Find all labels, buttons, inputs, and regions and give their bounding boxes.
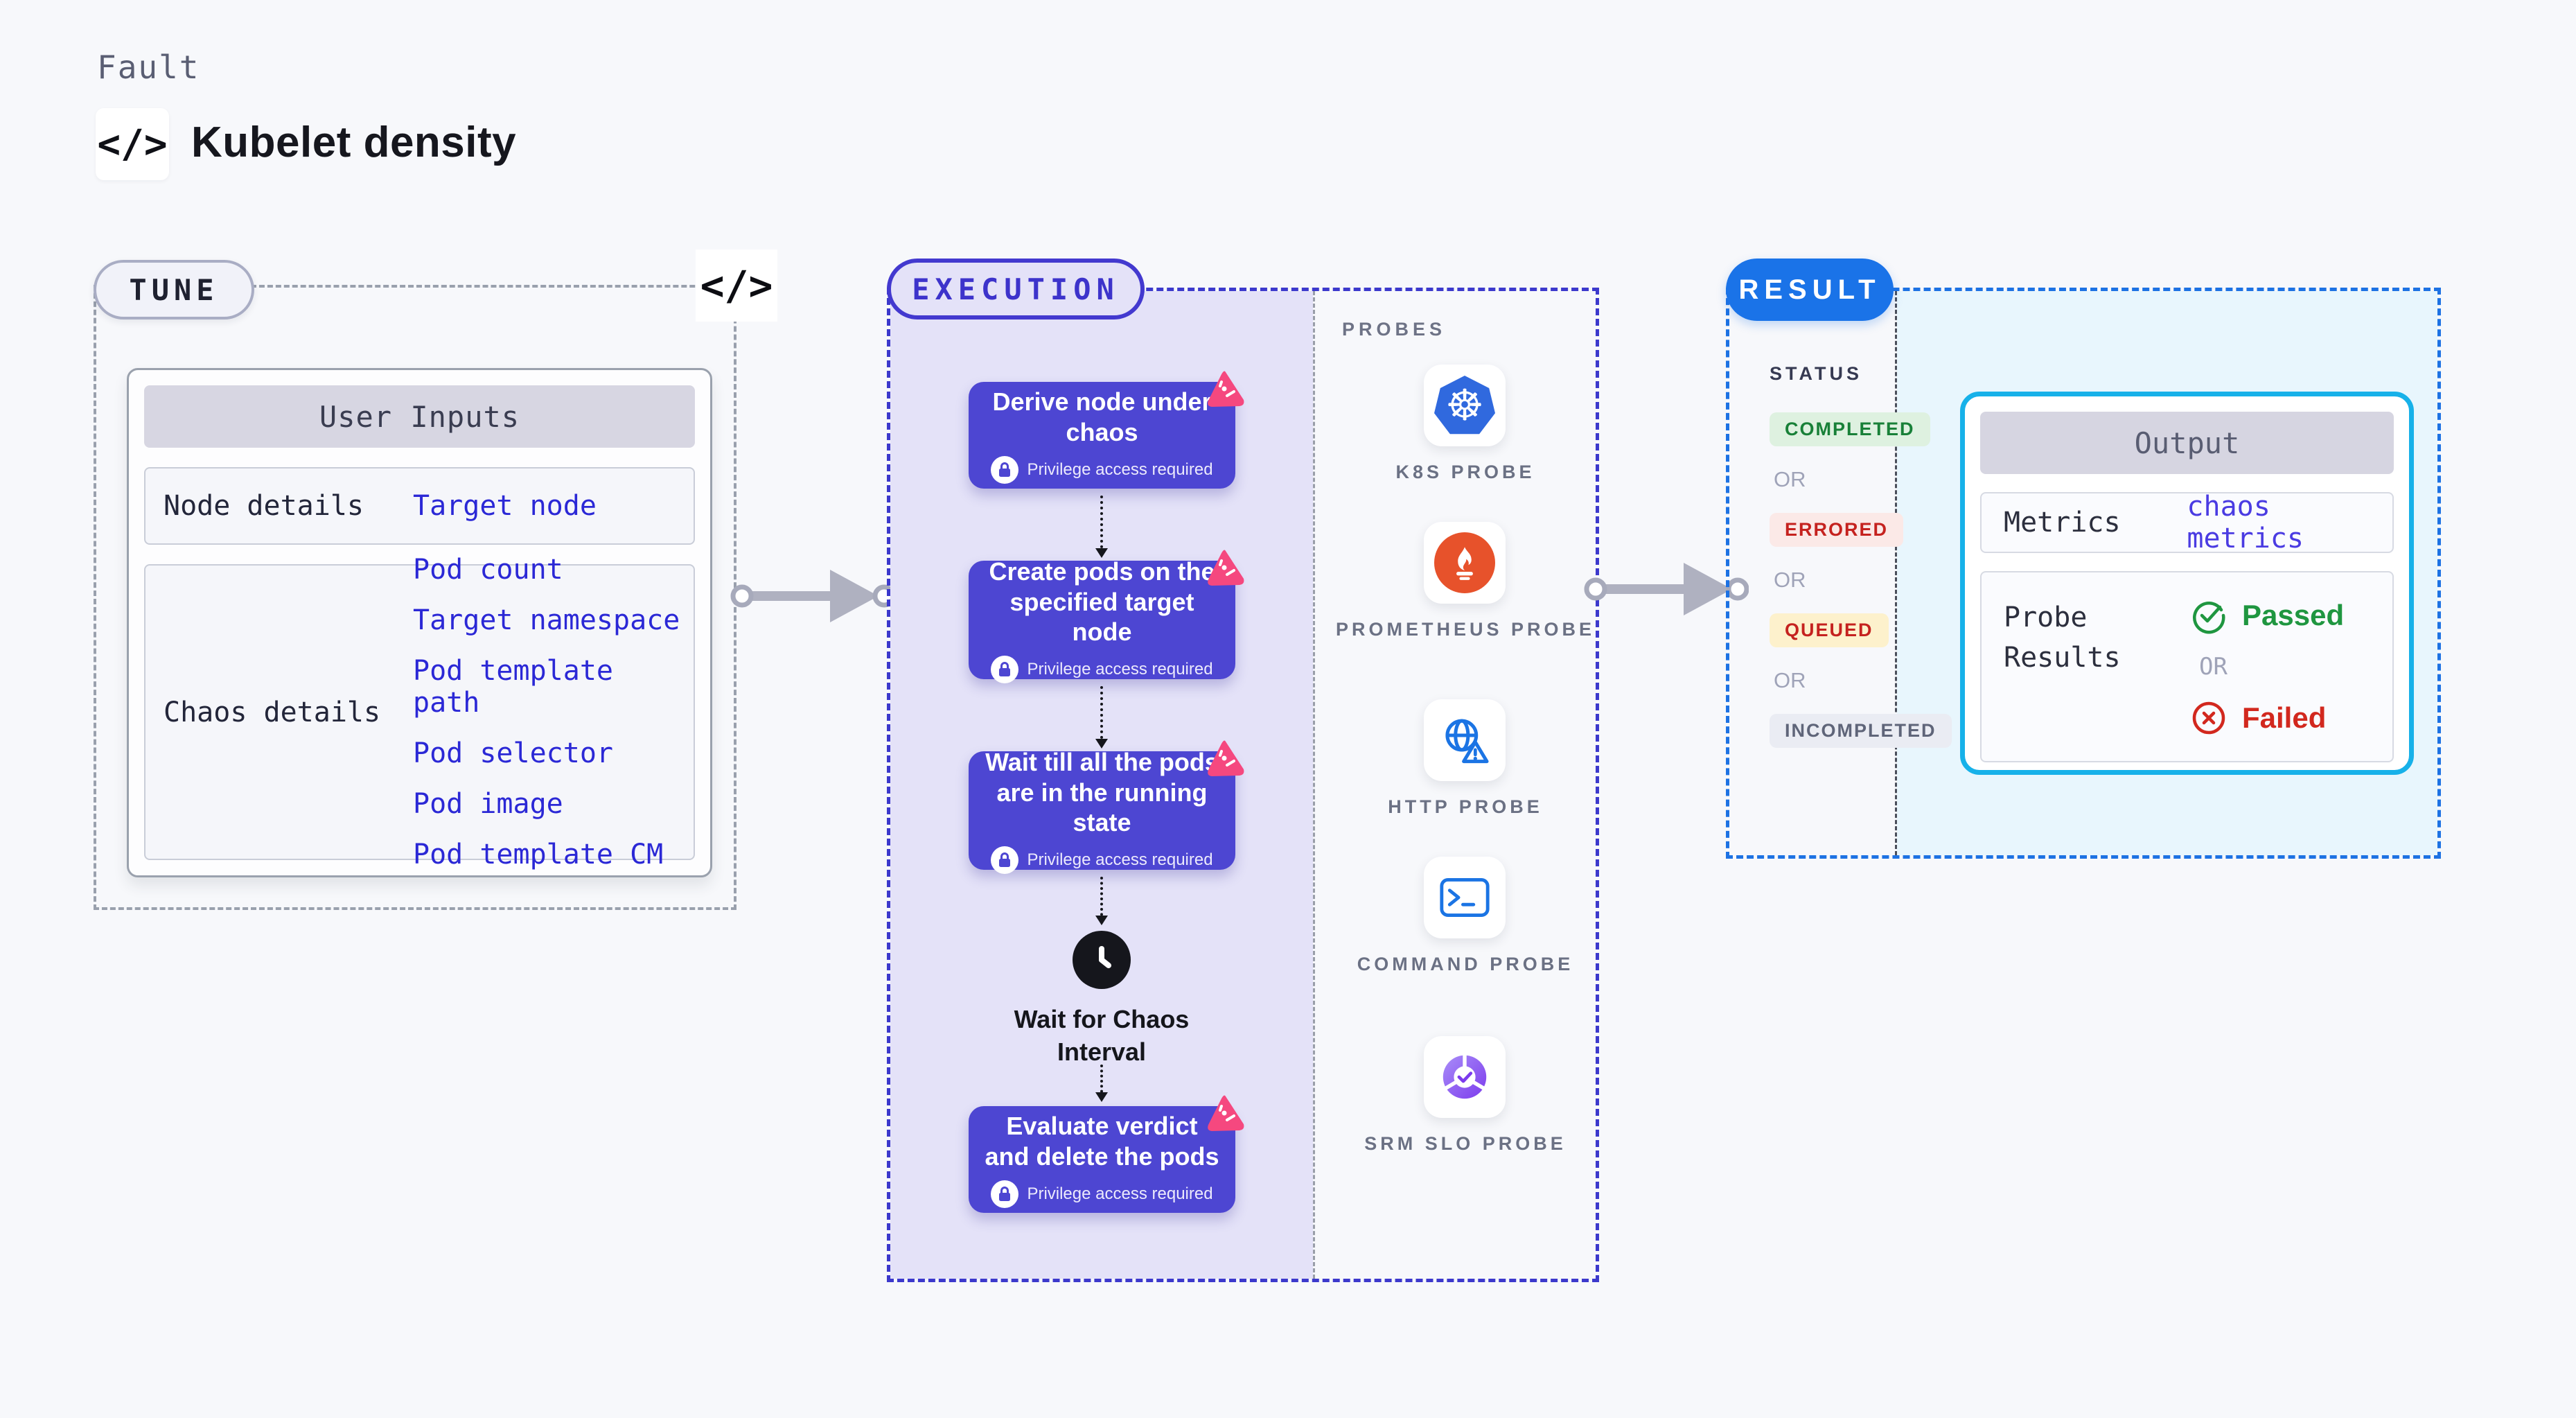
lock-icon xyxy=(991,656,1019,684)
or-label: OR xyxy=(1774,668,1806,692)
input-link[interactable]: Pod template CM xyxy=(413,839,664,870)
step-wait-pods-running: Wait till all the pods are in the runnin… xyxy=(969,740,1244,875)
output-title: Output xyxy=(1980,412,2394,474)
step-evaluate-verdict: Evaluate verdict and delete the pods Pri… xyxy=(969,1095,1244,1213)
probe-name: K8S PROBE xyxy=(1395,462,1535,482)
chaos-logo-icon xyxy=(1208,740,1244,776)
privilege-text: Privilege access required xyxy=(1027,1184,1213,1203)
code-glyph: </> xyxy=(97,121,168,167)
step-title: Create pods on the specified target node xyxy=(989,557,1215,647)
srm-slo-probe-icon xyxy=(1424,1036,1506,1118)
execution-probes-divider xyxy=(1313,291,1315,1279)
step-derive-node: Derive node under chaos Privilege access… xyxy=(969,371,1244,489)
input-link[interactable]: Target namespace xyxy=(413,604,680,636)
user-inputs-card: User Inputs Node details Target node Cha… xyxy=(127,368,712,877)
row-label: Node details xyxy=(164,490,364,522)
user-inputs-title: User Inputs xyxy=(144,385,695,448)
execution-badge: EXECUTION xyxy=(887,259,1145,320)
or-label: OR xyxy=(1774,568,1806,592)
arrow-tune-to-execution xyxy=(730,570,895,622)
flow-connector-arrow xyxy=(1095,496,1108,558)
wait-for-chaos-interval-label: Wait for Chaos Interval xyxy=(1014,1005,1190,1066)
status-badge-incompleted: INCOMPLETED xyxy=(1770,714,1952,748)
probe-name: PROMETHEUS PROBE xyxy=(1335,619,1596,640)
metrics-label: Metrics xyxy=(2004,507,2121,539)
page-title: Kubelet density xyxy=(191,119,517,166)
probe-name: COMMAND PROBE xyxy=(1357,954,1574,974)
privilege-text: Privilege access required xyxy=(1027,459,1213,479)
passed-text: Passed xyxy=(2242,599,2345,631)
command-probe-icon xyxy=(1424,857,1506,938)
arrow-execution-to-result xyxy=(1584,563,1749,615)
table-row-node-details: Node details Target node xyxy=(144,467,695,545)
prometheus-probe-icon xyxy=(1424,522,1506,604)
lock-icon xyxy=(991,846,1019,875)
step-create-pods: Create pods on the specified target node… xyxy=(969,550,1244,684)
probe-name: HTTP PROBE xyxy=(1388,796,1543,817)
failed-text: Failed xyxy=(2242,701,2327,734)
lock-icon xyxy=(991,455,1019,484)
table-row-chaos-details: Chaos details Pod count Target namespace… xyxy=(144,554,695,870)
step-title: Evaluate verdict and delete the pods xyxy=(985,1112,1219,1171)
row-label: Chaos details xyxy=(164,696,381,728)
code-icon: </> xyxy=(96,108,169,180)
result-badge: RESULT xyxy=(1726,259,1894,321)
flow-connector-arrow xyxy=(1095,877,1108,925)
k8s-probe-icon: ☸ xyxy=(1424,365,1506,446)
status-badge-completed: COMPLETED xyxy=(1770,412,1930,446)
or-label: OR xyxy=(2199,653,2227,681)
tune-badge: TUNE xyxy=(94,260,254,320)
probe-results-row: Probe Results Passed OR xyxy=(1980,571,2394,762)
status-label: STATUS xyxy=(1770,363,1862,384)
privilege-note: Privilege access required xyxy=(991,656,1213,684)
input-link[interactable]: Pod template path xyxy=(413,655,613,719)
fault-kicker: Fault xyxy=(97,49,200,86)
input-link[interactable]: Target node xyxy=(413,490,597,522)
or-label: OR xyxy=(1774,467,1806,491)
privilege-note: Privilege access required xyxy=(991,846,1213,875)
step-title: Derive node under chaos xyxy=(992,387,1212,446)
input-link[interactable]: Pod count xyxy=(413,554,563,586)
input-link[interactable]: Pod image xyxy=(413,788,563,820)
verdict-failed: Failed xyxy=(2189,699,2326,737)
probes-label: PROBES xyxy=(1342,319,1447,340)
probe-name: SRM SLO PROBE xyxy=(1364,1133,1567,1154)
http-probe-icon xyxy=(1424,699,1506,781)
input-link[interactable]: Pod selector xyxy=(413,737,613,769)
row-links: Pod count Target namespace Pod template … xyxy=(392,554,694,870)
code-glyph: </> xyxy=(700,262,773,309)
chaos-logo-icon xyxy=(1208,550,1244,586)
privilege-text: Privilege access required xyxy=(1027,660,1213,679)
privilege-note: Privilege access required xyxy=(991,455,1213,484)
row-links: Target node xyxy=(392,469,694,543)
probe-results-label: Probe Results xyxy=(2004,602,2121,674)
status-output-divider xyxy=(1895,291,1897,855)
output-card: Output Metrics chaos metrics Probe Resul… xyxy=(1960,392,2414,775)
status-badge-errored: ERRORED xyxy=(1770,513,1904,547)
result-section: STATUS COMPLETED OR ERRORED OR QUEUED OR… xyxy=(1726,288,2441,859)
chaos-logo-icon xyxy=(1208,1095,1244,1131)
tune-code-icon: </> xyxy=(696,250,777,322)
clock-icon xyxy=(1073,931,1131,989)
metrics-link[interactable]: chaos metrics xyxy=(2187,491,2304,554)
verdict-column: Passed OR Failed xyxy=(2156,572,2344,761)
privilege-note: Privilege access required xyxy=(991,1180,1213,1208)
flow-connector-arrow xyxy=(1095,1065,1108,1102)
privilege-text: Privilege access required xyxy=(1027,850,1213,870)
check-circle-icon xyxy=(2193,602,2225,634)
metrics-row: Metrics chaos metrics xyxy=(1980,491,2394,554)
x-circle-icon xyxy=(2192,701,2225,735)
status-badge-queued: QUEUED xyxy=(1770,613,1889,647)
status-column: STATUS COMPLETED OR ERRORED OR QUEUED OR… xyxy=(1770,363,1952,769)
flow-connector-arrow xyxy=(1095,686,1108,749)
step-title: Wait till all the pods are in the runnin… xyxy=(985,747,1219,837)
lock-icon xyxy=(991,1180,1019,1208)
execution-section: Derive node under chaos Privilege access… xyxy=(887,288,1599,1282)
chaos-logo-icon xyxy=(1208,371,1244,407)
verdict-passed: Passed xyxy=(2189,596,2344,635)
